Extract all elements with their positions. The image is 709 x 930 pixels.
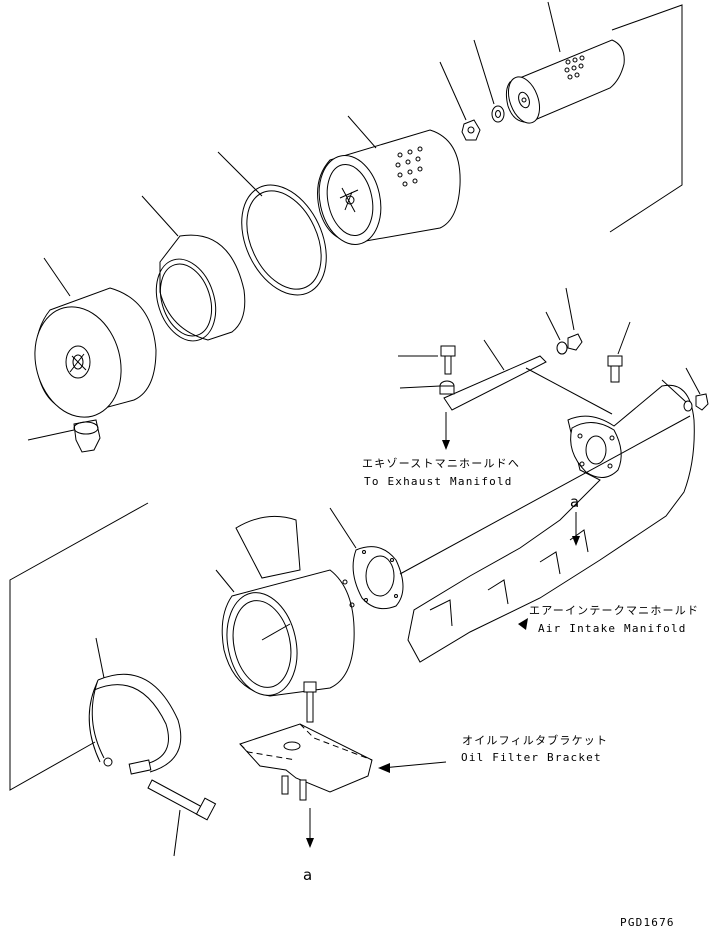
arrow-ref-a-bottom <box>306 808 314 848</box>
arrow-ref-a-top <box>572 512 580 546</box>
arrow-to-exhaust <box>442 412 450 450</box>
reference-frame <box>9 4 683 791</box>
arrow-to-bracket <box>378 763 390 773</box>
label-exhaust-en: To Exhaust Manifold <box>364 475 513 488</box>
o-ring-seal <box>241 184 327 296</box>
bracket-bolt <box>303 681 317 723</box>
label-intake-en: Air Intake Manifold <box>538 622 687 635</box>
nut-top <box>461 119 481 141</box>
label-exhaust-jp: エキゾーストマニホールドへ <box>362 457 520 470</box>
nut-far-right <box>683 393 709 412</box>
label-bracket-jp: オイルフィルタブラケット <box>462 733 608 747</box>
label-intake-jp: エアーインテークマニホールド <box>529 604 699 617</box>
vacuator-valve <box>73 419 101 453</box>
hose-clamp <box>88 673 182 775</box>
label-ref-a-bottom: a <box>303 866 312 884</box>
callout-leaders <box>27 1 701 857</box>
nut-right-a <box>556 341 568 355</box>
clamp-bolt <box>147 779 217 821</box>
air-cleaner-body <box>221 515 355 697</box>
rubber-band-connector <box>155 234 246 342</box>
sensor-plug <box>607 355 623 383</box>
bolt-upper <box>440 345 456 375</box>
oil-filter-bracket <box>239 723 373 801</box>
collar-upper <box>439 380 455 395</box>
nut-right-b <box>567 333 583 351</box>
inner-safety-element <box>505 39 625 124</box>
end-cap-cover <box>34 287 157 418</box>
intake-manifold <box>407 384 695 663</box>
label-ref-a-top: a <box>570 493 579 511</box>
arrow-to-intake <box>518 618 528 630</box>
stay-bracket <box>443 355 613 415</box>
gasket-flange <box>352 546 404 610</box>
wing-nut-top <box>491 105 505 123</box>
label-bracket-en: Oil Filter Bracket <box>461 751 602 764</box>
outer-filter-element <box>317 129 461 245</box>
drawing-code: PGD1676 <box>620 916 675 929</box>
